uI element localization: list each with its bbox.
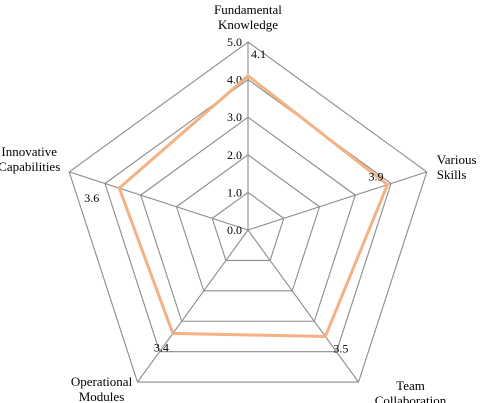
data-label: 3.6 bbox=[84, 191, 99, 205]
tick-label: 0.0 bbox=[227, 223, 242, 237]
axis-spoke bbox=[247, 171, 427, 231]
radar-grid bbox=[68, 41, 428, 383]
series-line bbox=[117, 73, 390, 338]
tick-label: 2.0 bbox=[227, 148, 242, 162]
tick-label: 1.0 bbox=[227, 185, 242, 199]
grid-ring bbox=[68, 41, 428, 383]
grid-ring bbox=[211, 191, 285, 261]
radial-tick-labels: 0.01.02.03.04.05.0 bbox=[227, 35, 242, 237]
data-labels: 4.1 3.9 3.5 3.4 3.6 bbox=[84, 47, 383, 356]
grid-ring bbox=[104, 78, 392, 353]
axis-spoke bbox=[247, 229, 359, 383]
grid-ring bbox=[175, 154, 321, 292]
data-label: 3.9 bbox=[368, 170, 383, 184]
data-label: 3.5 bbox=[333, 341, 348, 355]
axis-spoke bbox=[137, 229, 249, 383]
axis-spoke bbox=[69, 171, 249, 231]
radar-series bbox=[117, 73, 390, 338]
data-label: 4.1 bbox=[251, 47, 266, 61]
data-label: 3.4 bbox=[154, 340, 169, 354]
tick-label: 5.0 bbox=[227, 35, 242, 49]
tick-label: 3.0 bbox=[227, 110, 242, 124]
grid-ring bbox=[140, 116, 356, 322]
